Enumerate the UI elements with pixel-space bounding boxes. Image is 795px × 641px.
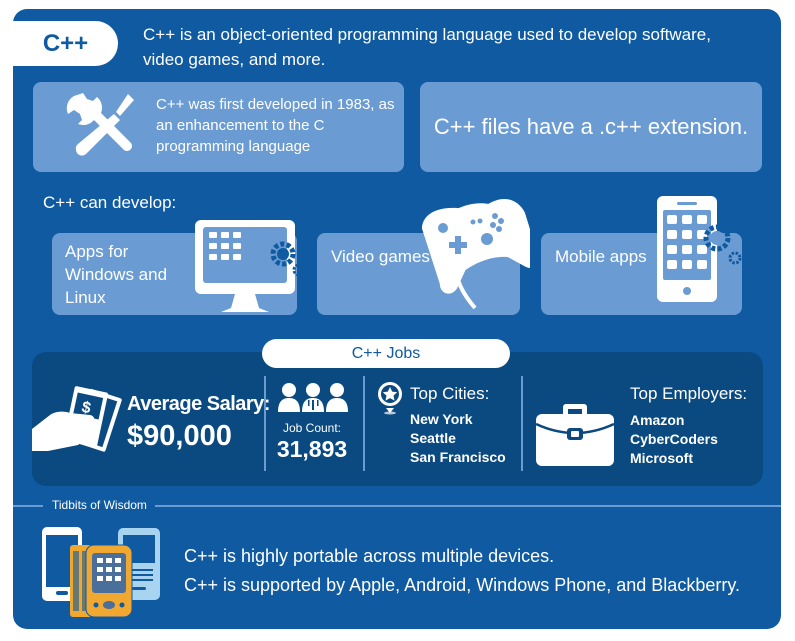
city-item: San Francisco	[410, 449, 506, 465]
develop-item-desktop-label: Apps for Windows and Linux	[65, 242, 168, 307]
employer-item: Microsoft	[630, 450, 693, 466]
smartphone-icon	[657, 196, 742, 302]
money-hand-icon: $	[32, 386, 122, 452]
fact-extension-text: C++ files have a .c++ extension.	[433, 114, 749, 139]
tidbits-rule-right	[155, 505, 781, 507]
title-badge-text: C++	[42, 29, 89, 57]
location-star-icon	[378, 382, 402, 415]
average-salary-label: Average Salary:	[127, 393, 270, 415]
average-salary-value: $90,000	[127, 420, 232, 452]
svg-text:$: $	[80, 399, 92, 417]
top-employers-label: Top Employers:	[630, 384, 748, 403]
city-item: Seattle	[410, 430, 456, 446]
intro-text: C++ is an object-oriented programming la…	[143, 25, 711, 69]
job-count-value: 31,893	[276, 436, 348, 462]
jobs-title-pill: C++ Jobs	[262, 339, 510, 368]
game-controller-icon	[421, 198, 530, 310]
jobs-title: C++ Jobs	[351, 344, 421, 362]
top-cities-label: Top Cities:	[410, 384, 490, 403]
title-badge: C++	[13, 21, 118, 66]
jobs-panel	[32, 352, 763, 486]
tidbit-line-2: C++ is supported by Apple, Android, Wind…	[184, 575, 740, 595]
wrench-screwdriver-icon	[66, 93, 134, 156]
mobile-devices-icon	[42, 527, 160, 618]
people-group-icon	[278, 383, 348, 412]
divider	[264, 376, 266, 471]
city-item: New York	[410, 411, 473, 427]
job-count-label: Job Count:	[282, 421, 342, 435]
divider	[363, 376, 365, 471]
fact-box-extension	[420, 82, 762, 172]
briefcase-icon	[536, 404, 614, 466]
top-employers-list: Amazon CyberCoders Microsoft	[630, 411, 718, 468]
top-cities-list: New York Seattle San Francisco	[410, 410, 506, 467]
divider	[521, 376, 523, 471]
develop-item-mobile-label: Mobile apps	[555, 247, 647, 266]
tidbits-heading: Tidbits of Wisdom	[52, 498, 147, 512]
tidbits-rule-left	[13, 505, 43, 507]
employer-item: Amazon	[630, 412, 685, 428]
employer-item: CyberCoders	[630, 431, 718, 447]
fact-box-history	[33, 82, 404, 172]
fact-history-text: C++ was first developed in 1983, as an e…	[156, 96, 395, 155]
develop-heading: C++ can develop:	[43, 193, 177, 212]
desktop-monitor-icon	[195, 220, 306, 312]
develop-item-games-label: Video games	[331, 247, 430, 266]
tidbit-line-1: C++ is highly portable across multiple d…	[184, 546, 555, 566]
